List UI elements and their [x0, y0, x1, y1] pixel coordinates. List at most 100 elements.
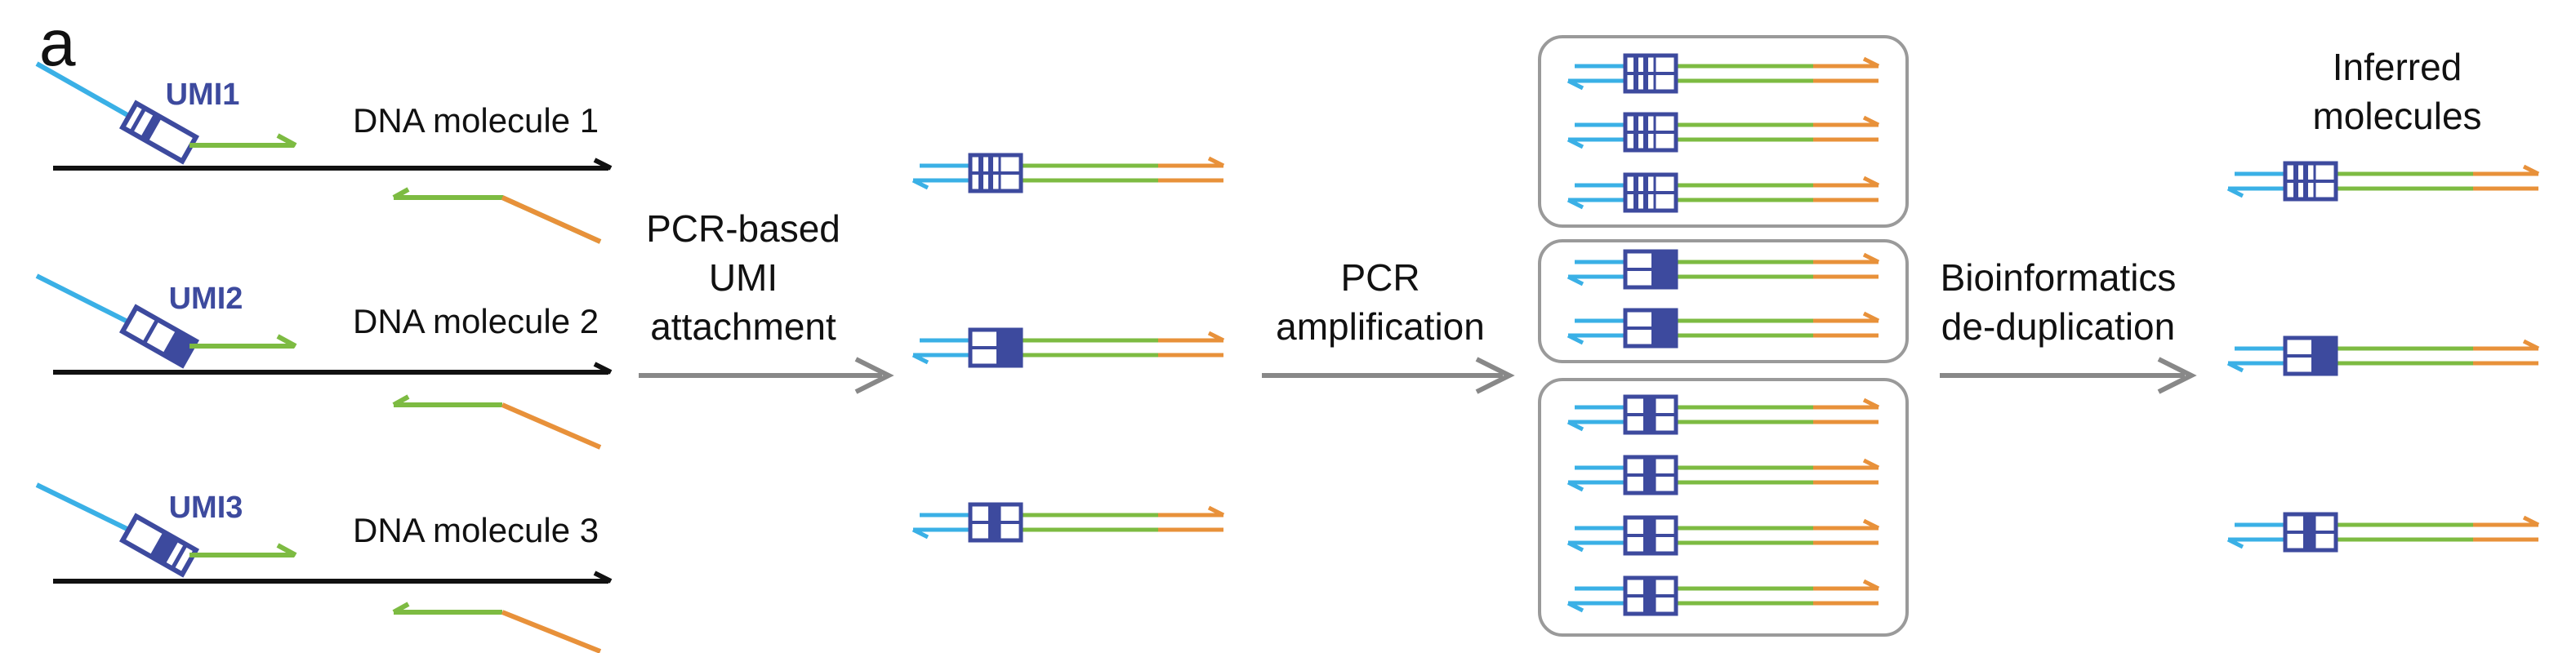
input-molecule-3: UMI3 DNA molecule 3	[35, 482, 613, 653]
adapter-arrowhead	[1862, 458, 1880, 470]
adapter-arrowhead	[2522, 339, 2540, 351]
primer-arrowhead	[911, 353, 929, 365]
primer-arrowhead	[2226, 361, 2244, 373]
primer-arrowhead	[911, 527, 929, 540]
process-arrowhead	[2157, 357, 2197, 394]
umi-box-icon	[118, 513, 200, 578]
umi-barcode-cell	[1633, 175, 1638, 211]
umi-barcode-cell	[2303, 514, 2315, 550]
attached-molecule-3	[911, 502, 1225, 543]
step-deduplication: Bioinformatics de-duplication	[1940, 256, 2197, 394]
umi-barcode-cell	[1643, 114, 1648, 150]
umi-barcode-cell	[1643, 397, 1655, 433]
amplicon-group-umi2	[1538, 239, 1909, 363]
primer-arrowhead	[1567, 274, 1584, 287]
umi-barcode-cell	[988, 504, 1000, 540]
adapter-arrowhead	[1207, 505, 1225, 518]
umi-barcode-cell	[1633, 114, 1638, 150]
dna-strand-arrowhead	[593, 571, 613, 584]
reverse-primer-hook	[392, 602, 410, 615]
amplicon-umi1-copy-2	[1567, 112, 1880, 153]
step-amplification-line-1: PCR	[1340, 256, 1419, 299]
step-attachment-line-2: UMI	[709, 256, 778, 299]
umi-label-2: UMI2	[169, 282, 243, 316]
attached-molecule-2	[911, 327, 1225, 368]
adapter-arrowhead	[1862, 579, 1880, 591]
adapter-arrowhead	[1207, 331, 1225, 343]
reverse-primer-adapter	[501, 610, 602, 653]
input-molecule-2: UMI2 DNA molecule 2	[35, 273, 613, 450]
inferred-molecule-2	[2226, 335, 2540, 376]
primer-arrowhead	[1567, 78, 1584, 91]
adapter-arrowhead	[2522, 164, 2540, 176]
umi-barcode-cell	[2303, 163, 2308, 199]
amplicon-umi3-copy-1	[1567, 394, 1880, 435]
inferred-molecule-1	[2226, 161, 2540, 202]
umi-barcode-cell	[988, 155, 993, 191]
amplicon-umi1-copy-3	[1567, 172, 1880, 213]
reverse-primer-adapter	[501, 402, 602, 450]
adapter-arrowhead	[1862, 398, 1880, 410]
primer-arrowhead	[911, 178, 929, 190]
amplicon-umi1-copy-1	[1567, 53, 1880, 94]
step-attachment: PCR-based UMI attachment	[639, 207, 894, 394]
adapter-arrowhead	[1862, 311, 1880, 323]
dna-strand-arrowhead	[593, 362, 613, 375]
reverse-primer-adapter	[501, 195, 602, 244]
result-label: Inferred molecules	[2312, 46, 2481, 137]
primer-tail	[35, 482, 142, 538]
primer-hook	[276, 543, 297, 557]
adapter-arrowhead	[1862, 252, 1880, 264]
amplicon-layer	[911, 53, 2540, 616]
umi-box-icon	[118, 100, 200, 165]
dna-molecule-label-1: DNA molecule 1	[353, 101, 599, 140]
primer-arrowhead	[1567, 480, 1584, 492]
primer-arrowhead	[1567, 198, 1584, 210]
umi-barcode-cell	[1633, 56, 1638, 91]
adapter-arrowhead	[1862, 56, 1880, 69]
step-deduplication-line-1: Bioinformatics	[1941, 256, 2177, 299]
primer-hook	[276, 334, 297, 349]
primer-tail	[35, 273, 142, 331]
primer-arrowhead	[1567, 333, 1584, 345]
step-deduplication-line-2: de-duplication	[1941, 305, 2175, 348]
adapter-arrowhead	[1862, 175, 1880, 188]
attached-molecule-1	[911, 153, 1225, 193]
amplicon-umi2-copy-1	[1567, 249, 1880, 290]
step-amplification-line-2: amplification	[1276, 305, 1485, 348]
adapter-arrowhead	[2522, 515, 2540, 527]
result-label-line-1: Inferred	[2333, 46, 2462, 88]
reverse-primer-hook	[392, 394, 410, 407]
step-attachment-line-1: PCR-based	[646, 207, 840, 250]
step-amplification: PCR amplification	[1262, 256, 1515, 394]
amplicon-umi3-copy-4	[1567, 575, 1880, 616]
umi-barcode-cell	[1643, 578, 1655, 614]
umi-barcode-cell	[1643, 518, 1655, 553]
process-arrowhead	[854, 357, 894, 394]
adapter-arrowhead	[1862, 518, 1880, 531]
amplicon-umi3-copy-2	[1567, 455, 1880, 495]
primer-arrowhead	[2226, 186, 2244, 198]
process-arrowhead	[1475, 357, 1515, 394]
inferred-molecule-3	[2226, 512, 2540, 553]
reverse-primer-hook	[392, 187, 410, 200]
primer-hook	[276, 133, 297, 148]
dna-molecule-label-3: DNA molecule 3	[353, 511, 599, 549]
input-molecule-1: UMI1 DNA molecule 1	[35, 61, 613, 244]
umi-barcode-cell	[1643, 457, 1655, 493]
umi-label-1: UMI1	[166, 78, 240, 112]
umi-box-icon	[118, 304, 200, 369]
amplicon-umi2-copy-2	[1567, 308, 1880, 349]
umi-label-3: UMI3	[169, 491, 243, 525]
dna-strand-arrowhead	[593, 158, 613, 171]
primer-tail	[35, 61, 142, 125]
step-attachment-line-3: attachment	[650, 305, 836, 348]
amplicon-group-umi1	[1538, 35, 1909, 228]
result-label-line-2: molecules	[2312, 95, 2481, 137]
amplicon-group-umi3	[1538, 378, 1909, 637]
adapter-arrowhead	[1862, 115, 1880, 127]
amplicon-umi3-copy-3	[1567, 515, 1880, 556]
umi-barcode-cell	[1643, 175, 1648, 211]
primer-arrowhead	[1567, 420, 1584, 432]
